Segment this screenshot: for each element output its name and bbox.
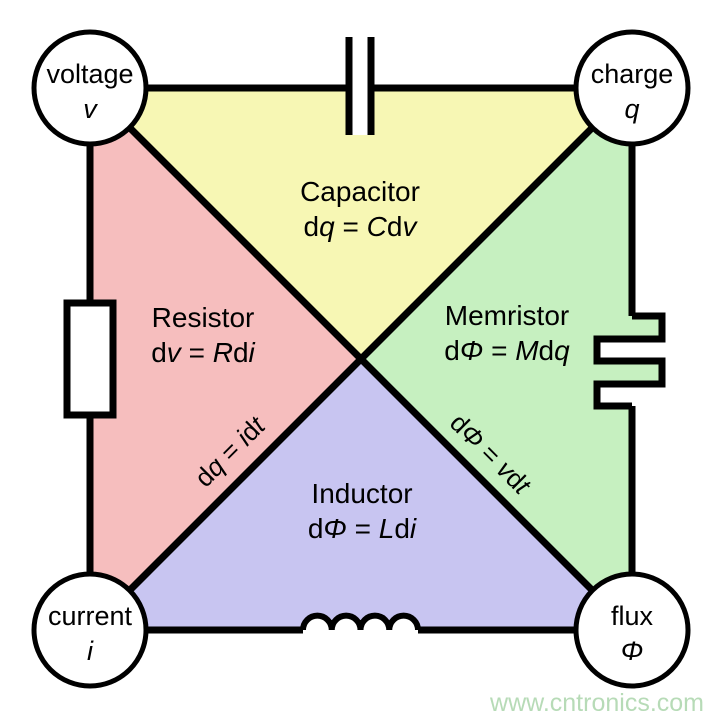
- watermark: www.cntronics.com: [490, 689, 704, 717]
- node-flux-label: flux Φ: [611, 599, 653, 669]
- region-resistor-equation: dv = Rdi: [151, 337, 255, 368]
- node-current-symbol: i: [86, 636, 93, 666]
- node-current-name: current: [47, 601, 133, 631]
- node-flux-symbol: Φ: [620, 636, 644, 666]
- node-voltage-circle: [31, 29, 149, 147]
- node-voltage-label: voltage v: [46, 57, 133, 127]
- region-capacitor-label: Capacitor dq = Cdv: [300, 174, 420, 244]
- region-resistor-label: Resistor dv = Rdi: [151, 300, 255, 370]
- region-resistor-area: [90, 88, 361, 630]
- region-capacitor-equation: dq = Cdv: [303, 211, 417, 242]
- region-capacitor-area: [90, 88, 632, 359]
- node-flux-name: flux: [610, 601, 654, 631]
- region-inductor-label: Inductor dΦ = Ldi: [308, 476, 416, 546]
- node-current-circle: [31, 571, 149, 689]
- region-memristor-label: Memristor dΦ = Mdq: [444, 298, 569, 368]
- region-resistor-name: Resistor: [151, 302, 255, 333]
- region-memristor-area: [361, 88, 662, 630]
- capacitor-symbol-icon: [345, 33, 375, 135]
- node-flux-circle: [573, 571, 691, 689]
- node-current-label: current i: [48, 599, 132, 669]
- region-inductor-area: [90, 359, 632, 630]
- node-charge-symbol: q: [624, 94, 640, 124]
- region-inductor-equation: dΦ = Ldi: [307, 513, 417, 544]
- inductor-symbol-icon: [300, 612, 421, 631]
- resistor-symbol-icon: [63, 299, 117, 419]
- node-charge-circle: [573, 29, 691, 147]
- node-voltage-name: voltage: [46, 59, 134, 89]
- node-charge-label: charge q: [591, 57, 674, 127]
- region-memristor-name: Memristor: [444, 300, 570, 331]
- node-charge-name: charge: [590, 59, 674, 89]
- region-memristor-equation: dΦ = Mdq: [444, 335, 570, 366]
- region-capacitor-name: Capacitor: [300, 176, 420, 207]
- memristor-symbol-icon: [593, 312, 666, 410]
- diagonal-current-charge: [87, 85, 635, 633]
- region-inductor-name: Inductor: [311, 478, 413, 509]
- node-voltage-symbol: v: [83, 94, 97, 124]
